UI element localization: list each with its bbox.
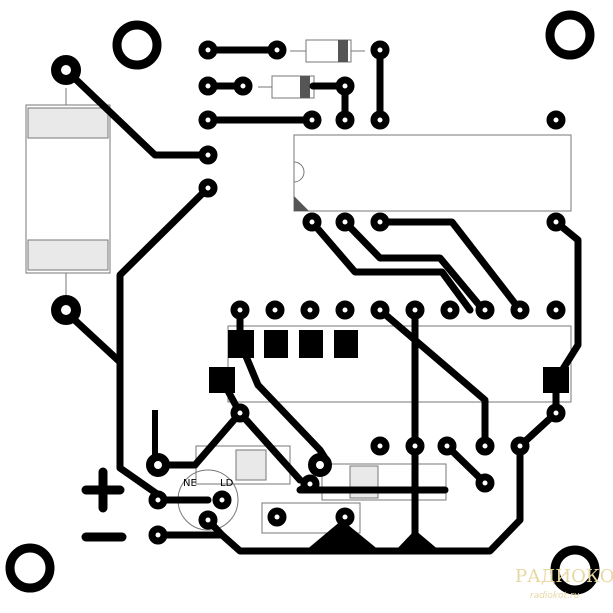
ground-pour	[152, 410, 440, 551]
polarity-minus-text: −	[0, 0, 1, 1]
square-pad	[209, 367, 235, 393]
watermark-sub: radiokot.ru	[530, 591, 580, 601]
mounting-hole-bottom-left	[5, 543, 55, 593]
mounting-hole-top-right	[545, 10, 595, 60]
label-ld: LD	[220, 478, 234, 489]
resistor-r2-outline	[261, 502, 361, 534]
diode-d1-outline	[290, 39, 365, 63]
fuse-pad-bottom	[51, 295, 81, 325]
square-pad	[264, 330, 288, 358]
square-pad	[543, 367, 569, 393]
mounting-hole-bottom-right	[550, 545, 600, 595]
polarity-plus-text: +	[0, 0, 1, 1]
mounting-hole-top-left	[112, 20, 162, 70]
fuse-holder-outline	[25, 104, 111, 274]
capacitor-c1-outline	[321, 463, 447, 501]
polarity-marks: + −	[0, 0, 127, 542]
plus-sign	[81, 467, 125, 513]
watermark-main: РАДИОКОТ	[515, 566, 613, 587]
square-pad	[228, 330, 254, 358]
label-ne: NE	[183, 478, 197, 489]
diode-d2-outline	[258, 75, 315, 99]
pads	[5, 10, 600, 595]
ic-upper-outline	[293, 134, 572, 212]
square-pad	[299, 330, 323, 358]
fuse-pad-top	[51, 55, 81, 85]
watermark: РАДИОКОТ radiokot.ru	[515, 566, 613, 601]
square-pad	[334, 330, 358, 358]
